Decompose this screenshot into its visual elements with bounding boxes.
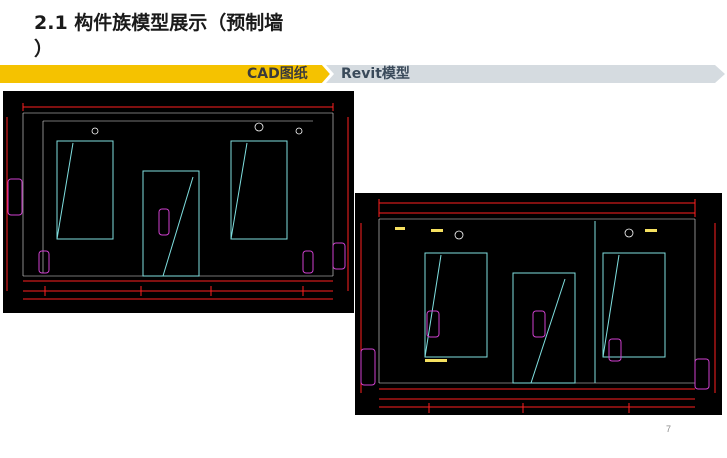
cad-drawing-detail-lines [360,199,716,413]
banner-gray-segment [322,65,725,83]
tab-revit-model[interactable]: Revit模型 [341,66,410,82]
cad-drawing-detail [355,193,722,415]
banner-shapes [0,65,725,83]
slide-title: 2.1 构件族模型展示（预制墙 ） [34,12,284,60]
cad-drawing-elevation-lines [6,103,349,300]
banner-chevron [322,65,334,83]
tab-cad-drawing[interactable]: CAD图纸 [247,66,308,82]
page-number: 7 [665,424,671,434]
cad-drawing-elevation [3,91,354,313]
banner-yellow-segment [0,65,330,83]
section-banner [0,63,727,85]
